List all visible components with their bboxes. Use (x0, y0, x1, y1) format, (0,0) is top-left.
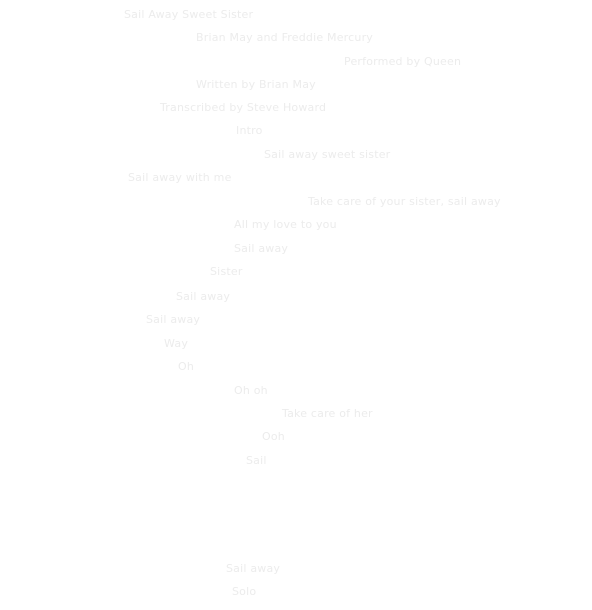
lyric-line: Oh (178, 360, 195, 373)
lyric-line: Sister (210, 265, 243, 278)
lyric-line: Sail away with me (128, 171, 232, 184)
lyric-line: Ooh (262, 430, 285, 443)
writer-line: Written by Brian May (196, 78, 316, 91)
lyric-line: Sail (246, 454, 267, 467)
lyric-line: Oh oh (234, 384, 268, 397)
lyric-line: Intro (236, 124, 263, 137)
performer-line: Performed by Queen (344, 55, 462, 68)
transcriber-line: Transcribed by Steve Howard (160, 101, 327, 114)
lyric-line: Sail away (226, 562, 281, 575)
lyric-line: Take care of her (282, 407, 373, 420)
lyric-line: Way (164, 337, 189, 350)
lyric-line: Sail away (234, 242, 289, 255)
lyric-line: All my love to you (234, 218, 337, 231)
song-title: Sail Away Sweet Sister (124, 8, 254, 21)
lyric-line: Take care of your sister, sail away (308, 195, 501, 208)
song-credit: Brian May and Freddie Mercury (196, 31, 374, 44)
lyric-line: Solo (232, 585, 257, 598)
lyric-line: Sail away (146, 313, 201, 326)
lyric-line: Sail away sweet sister (264, 148, 391, 161)
lyric-line: Sail away (176, 290, 231, 303)
